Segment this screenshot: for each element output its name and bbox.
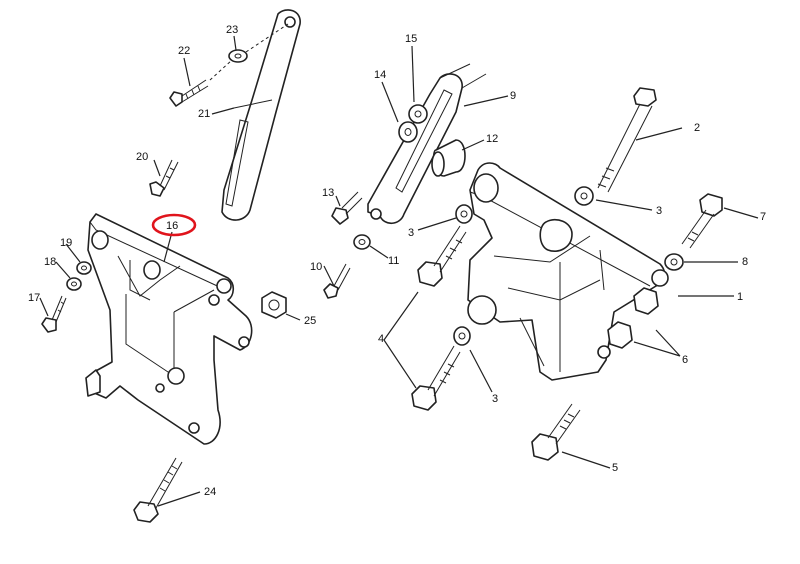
bolt-7	[681, 193, 723, 249]
callout-15: 15	[405, 33, 417, 45]
callout-7: 7	[760, 211, 766, 223]
bolt-17	[41, 295, 67, 333]
bolt-5	[531, 403, 581, 461]
bolts-4	[411, 225, 467, 411]
callout-20: 20	[136, 151, 148, 163]
callout-18: 18	[44, 256, 56, 268]
callout-21: 21	[198, 108, 210, 120]
callout-6: 6	[682, 354, 688, 366]
callout-4: 4	[378, 333, 384, 345]
callout-3-left: 3	[408, 227, 414, 239]
nut-25	[261, 291, 287, 319]
washer-14	[398, 121, 418, 143]
callout-2: 2	[694, 122, 700, 134]
callout-19: 19	[60, 237, 72, 249]
callout-9: 9	[510, 90, 516, 102]
highlight-circle-16	[151, 213, 197, 237]
washer-18	[66, 277, 82, 291]
washer-19	[76, 261, 92, 275]
bolt-10	[323, 263, 351, 299]
bolt-2	[597, 87, 657, 193]
callout-14: 14	[374, 69, 386, 81]
callout-3-lower: 3	[492, 393, 498, 405]
callout-22: 22	[178, 45, 190, 57]
bracket-16	[85, 213, 253, 445]
bracket-1	[467, 162, 669, 381]
stud-20	[149, 159, 179, 197]
bolt-13	[331, 191, 363, 225]
washer-11	[353, 234, 371, 250]
callout-1: 1	[737, 291, 743, 303]
callout-25: 25	[304, 315, 316, 327]
callout-13: 13	[322, 187, 334, 199]
callout-24: 24	[204, 486, 216, 498]
adjuster-strap-21	[221, 9, 301, 221]
bolt-24	[133, 457, 183, 523]
washer-15	[408, 104, 428, 124]
washer-8	[664, 253, 684, 271]
leader-lines	[39, 35, 759, 507]
bolt-22	[169, 79, 209, 107]
callout-10: 10	[310, 261, 322, 273]
nuts-6	[607, 287, 659, 349]
callout-16: 16	[166, 220, 178, 232]
callout-23: 23	[226, 24, 238, 36]
callout-5: 5	[612, 462, 618, 474]
callout-12: 12	[486, 133, 498, 145]
callout-11: 11	[388, 255, 399, 267]
callout-3-upper-right: 3	[656, 205, 662, 217]
spacer-12	[431, 139, 466, 177]
callout-labels: 2 1 3 3 3 4 5 6 7 8 9 10 11 12 13 14 15 …	[28, 24, 766, 498]
callout-17: 17	[28, 292, 40, 304]
washer-23	[209, 23, 289, 81]
callout-8: 8	[742, 256, 748, 268]
washers-3	[453, 186, 594, 346]
adjuster-arm-9	[367, 63, 487, 225]
